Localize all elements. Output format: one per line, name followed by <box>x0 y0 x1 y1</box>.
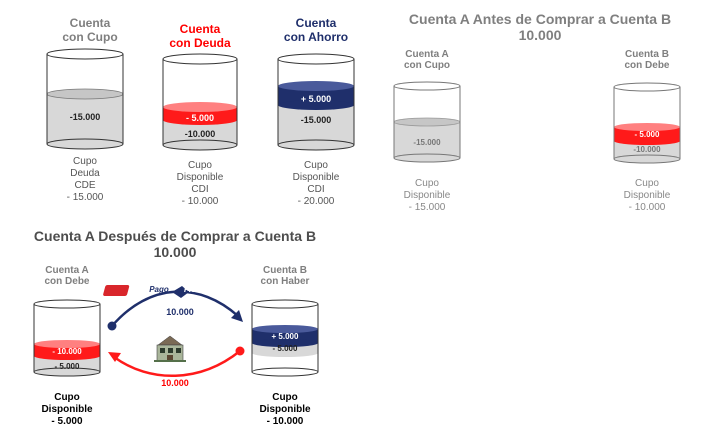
band-value: - 5.000 <box>185 113 215 123</box>
despues-caption-cuenta-b: Cupo Disponible - 10.000 <box>259 392 311 427</box>
pagoflex-word-flex: Flex <box>183 285 200 294</box>
band-value: -10.000 <box>633 145 661 154</box>
band-value: - 10.000 <box>52 347 82 356</box>
despues-title: Cuenta A Después de Comprar a Cuenta B 1… <box>33 228 317 260</box>
antes-caption-cuenta-a: Cupo Disponible - 15.000 <box>403 178 451 213</box>
despues-caption-cuenta-a: Cupo Disponible - 5.000 <box>41 392 93 427</box>
antes-cuenta-b-label: Cuenta B con Debe <box>624 49 670 71</box>
band-value: -15.000 <box>413 138 441 147</box>
band-value: + 5.000 <box>300 94 332 104</box>
pagoflex-word-pago: Pago <box>149 285 169 294</box>
cuenta-con-cupo-label: Cuenta con Cupo <box>62 16 118 44</box>
antes-title: Cuenta A Antes de Comprar a Cuenta B 10.… <box>408 11 672 43</box>
band-value: -10.000 <box>184 129 216 139</box>
house-icon <box>154 335 186 362</box>
despues-cuenta-a-label: Cuenta A con Debe <box>44 265 90 287</box>
antes-caption-cuenta-b: Cupo Disponible - 10.000 <box>623 178 671 213</box>
band-value: - 5.000 <box>54 362 80 371</box>
cylinder-antes-cuenta-a <box>393 81 461 163</box>
antes-cuenta-a-label: Cuenta A con Cupo <box>403 49 451 71</box>
band-value: -15.000 <box>69 112 101 122</box>
caption-cuenta-con-cupo: Cupo Deuda CDE - 15.000 <box>66 156 104 203</box>
cylinder-cuenta-con-cupo <box>46 48 124 150</box>
despues-cuenta-b-label: Cuenta B con Haber <box>260 265 310 287</box>
transfer-arrow-bottom <box>108 346 245 378</box>
caption-cuenta-con-deuda: Cupo Disponible CDI - 10.000 <box>176 160 224 207</box>
band-value: - 5.000 <box>634 130 660 139</box>
arrow-bottom-value: 10.000 <box>161 378 189 388</box>
arrow-top-value: 10.000 <box>166 307 194 317</box>
cuenta-con-ahorro-label: Cuenta con Ahorro <box>283 16 349 44</box>
caption-cuenta-con-ahorro: Cupo Disponible CDI - 20.000 <box>292 160 340 207</box>
band-value: + 5.000 <box>271 332 299 341</box>
band-value: -15.000 <box>300 115 332 125</box>
cuenta-con-deuda-label: Cuenta con Deuda <box>169 22 231 50</box>
band-value: - 5.000 <box>272 344 298 353</box>
